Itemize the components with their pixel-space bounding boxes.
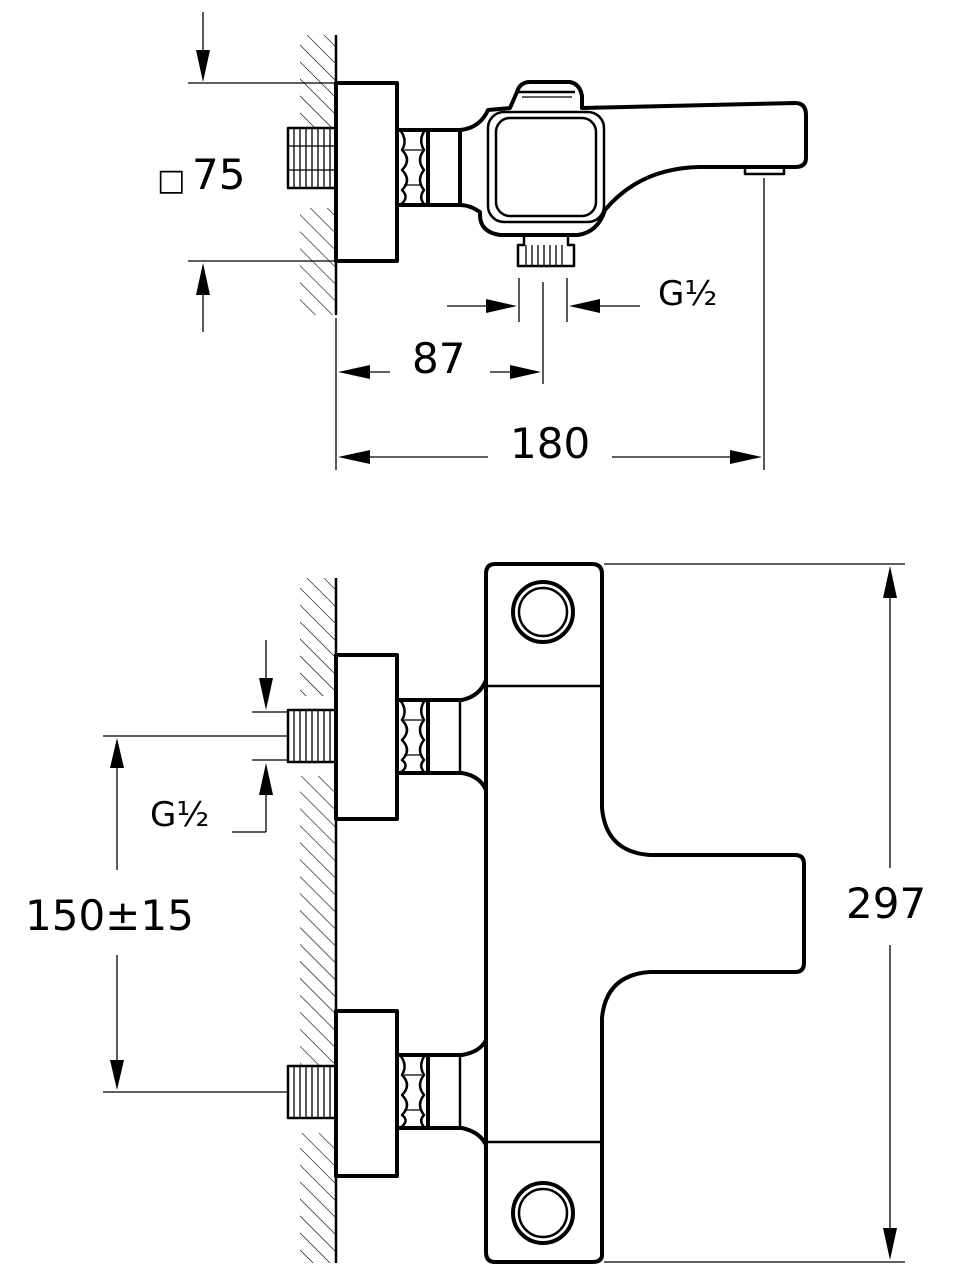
- dim-total-height: 297: [846, 879, 926, 928]
- front-view: G½ 150±15 297: [25, 562, 926, 1264]
- dim-total-depth: 180: [510, 419, 590, 468]
- dim-inlet-spacing: 150±15: [25, 891, 194, 940]
- dim-180-lines: [338, 178, 765, 470]
- dim-square-lines: [188, 12, 336, 332]
- connector-upper: [428, 679, 488, 791]
- connector-lower: [428, 1039, 488, 1146]
- wall-flange-upper: [334, 653, 399, 821]
- mixer-body-front: [484, 562, 806, 1264]
- square-symbol: □: [157, 163, 185, 198]
- dim-outlet-distance: 87: [412, 334, 465, 383]
- dim-150-lines: [103, 735, 288, 1093]
- knob-upper: [511, 580, 575, 644]
- knob-lower: [511, 1181, 575, 1245]
- outlet-fitting-top: [516, 235, 576, 268]
- connector-top: [428, 128, 462, 207]
- inlet-pipe-top: [286, 126, 336, 190]
- dim-inlet-thread: G½: [150, 795, 209, 835]
- dim-square-size: 75: [192, 150, 245, 199]
- top-view: □ 75 G½ 87 180: [157, 12, 808, 470]
- inlet-pipe-lower: [286, 1064, 336, 1120]
- spout-aerator-top: [743, 167, 786, 176]
- dim-outlet-thread: G½: [658, 274, 717, 314]
- inlet-pipe-upper: [286, 708, 336, 764]
- wall-flange-top: [334, 81, 399, 263]
- dim-outlet-thread-lines: [447, 278, 640, 322]
- dim-87-lines: [335, 282, 544, 470]
- dim-297-lines: [604, 563, 905, 1263]
- wall-front: [300, 578, 338, 1263]
- mixer-body-top: [459, 80, 808, 237]
- wall-flange-lower: [334, 1009, 399, 1178]
- hex-nut-top: [397, 128, 430, 207]
- hex-nut-upper: [397, 698, 430, 775]
- hex-nut-lower: [397, 1053, 430, 1130]
- dim-inlet-thread-lines: [232, 640, 288, 833]
